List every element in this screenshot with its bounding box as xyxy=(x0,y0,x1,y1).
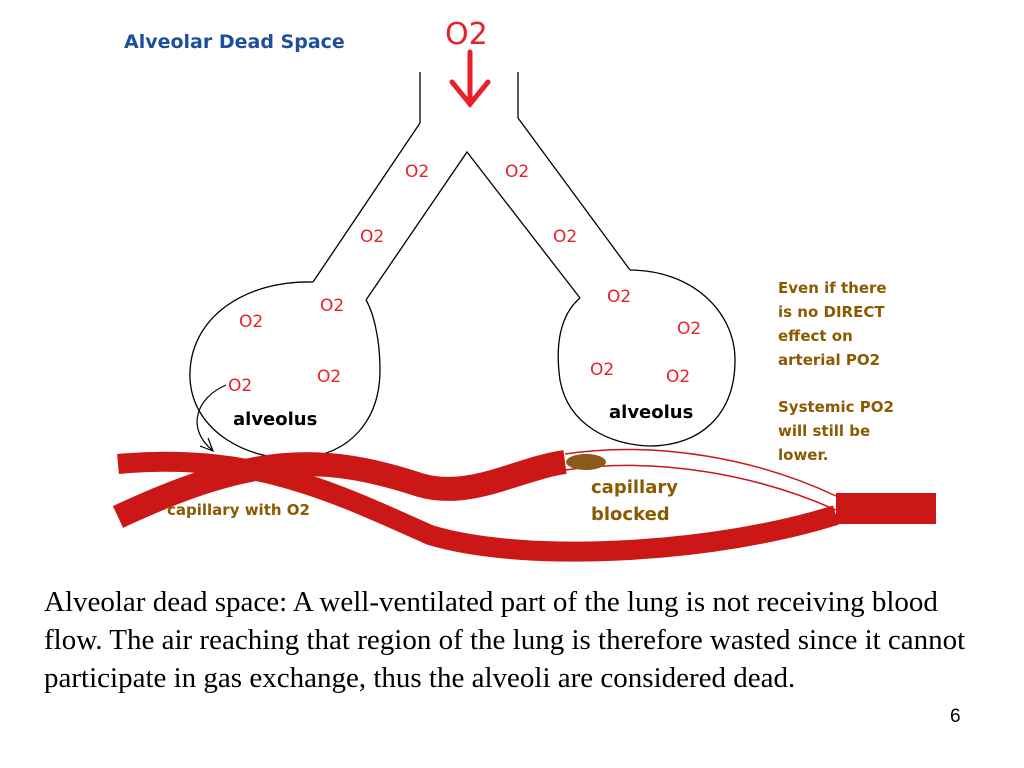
alveolus-label-right: alveolus xyxy=(609,402,693,423)
top-o2-label: O2 xyxy=(445,17,488,52)
down-arrow-icon xyxy=(449,49,491,108)
o2-molecule: O2 xyxy=(239,312,263,332)
o2-molecule: O2 xyxy=(677,319,701,339)
alveolar-dead-space-diagram: Alveolar Dead Space O2 O2 O2 O2 O2 O2 O2… xyxy=(112,17,936,562)
o2-molecule: O2 xyxy=(666,367,690,387)
note-line: will still be xyxy=(778,422,870,440)
note-line: effect on xyxy=(778,327,853,345)
o2-molecule: O2 xyxy=(405,162,429,182)
o2-molecule: O2 xyxy=(607,287,631,307)
page-number: 6 xyxy=(950,706,961,727)
slide-caption: Alveolar dead space: A well-ventilated p… xyxy=(44,586,966,694)
capillary-network xyxy=(112,448,936,562)
note-line: arterial PO2 xyxy=(778,351,880,369)
right-alveolus xyxy=(557,269,736,447)
capillary-with-o2-label: capillary with O2 xyxy=(167,501,310,519)
diagram-title: Alveolar Dead Space xyxy=(124,31,345,53)
note-line: Systemic PO2 xyxy=(778,398,894,416)
note-line: Even if there xyxy=(778,279,887,297)
note-line: lower. xyxy=(778,446,828,464)
diffusion-arrow-icon xyxy=(196,384,227,453)
o2-molecule: O2 xyxy=(590,360,614,380)
left-alveolus xyxy=(189,281,381,459)
capillary-blocked-label-line1: capillary xyxy=(591,477,678,498)
po2-note: Even if there is no DIRECT effect on art… xyxy=(778,279,894,464)
o2-molecule: O2 xyxy=(505,162,529,182)
capillary-outlet xyxy=(836,493,936,524)
capillary-strand-lower xyxy=(117,451,840,562)
o2-molecule: O2 xyxy=(317,367,341,387)
note-line: is no DIRECT xyxy=(778,303,885,321)
o2-molecule: O2 xyxy=(360,227,384,247)
o2-molecule: O2 xyxy=(553,227,577,247)
capillary-blocked-label-line2: blocked xyxy=(591,504,670,525)
blood-clot xyxy=(566,454,606,470)
airway-walls xyxy=(312,72,631,301)
o2-molecule: O2 xyxy=(228,376,252,396)
alveolus-label-left: alveolus xyxy=(233,409,317,430)
capillary-strand-oxygenated xyxy=(112,450,567,528)
o2-molecules: O2 O2 O2 O2 O2 O2 O2 O2 O2 O2 O2 O2 xyxy=(228,162,701,396)
o2-molecule: O2 xyxy=(320,296,344,316)
